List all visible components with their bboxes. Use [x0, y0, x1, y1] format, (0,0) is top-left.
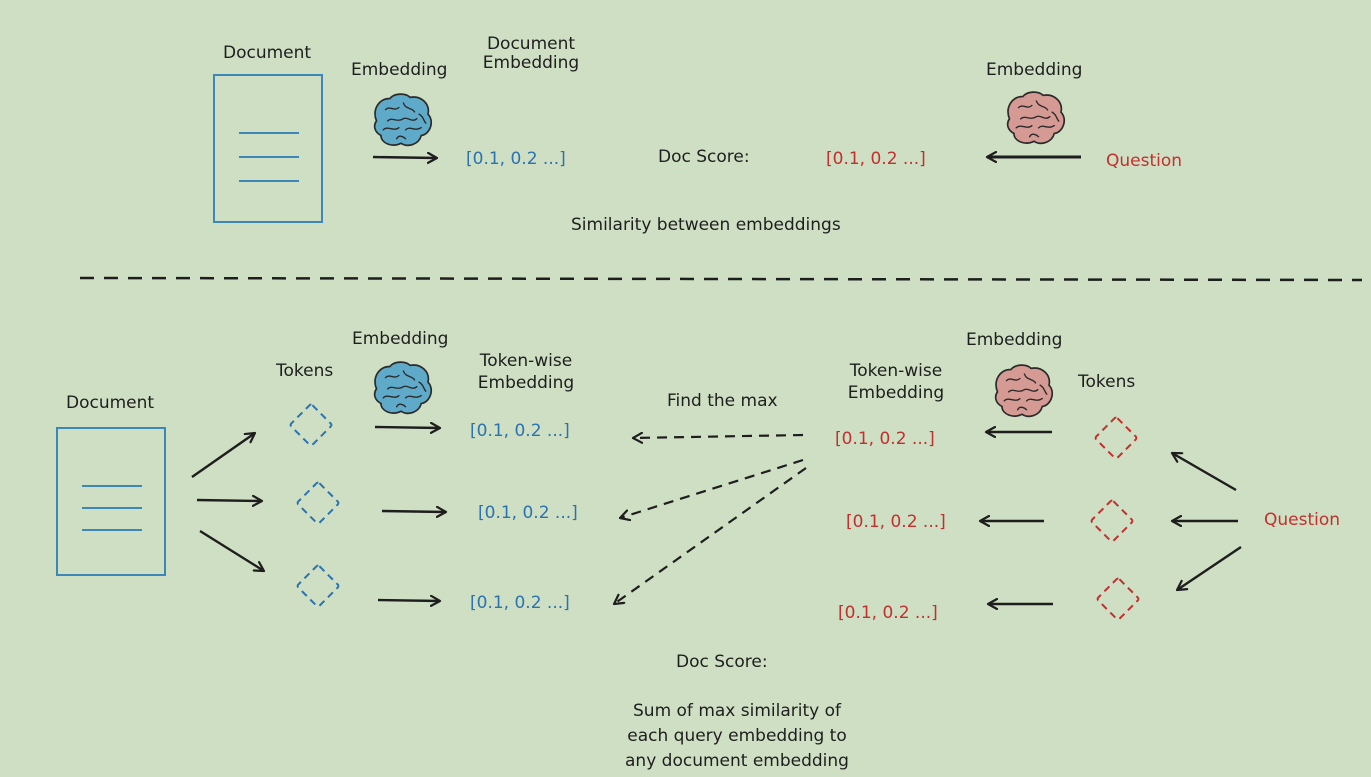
top-document-label: Document — [223, 43, 312, 63]
token-diamond-icon — [289, 403, 333, 447]
dashed-arrow-find-max-3 — [614, 467, 807, 604]
bottom-doc-vector-1: [0.1, 0.2 ...] — [470, 421, 570, 441]
arrow-doc-to-token-2 — [196, 500, 262, 501]
bottom-query-vector-1: [0.1, 0.2 ...] — [835, 429, 935, 449]
top-similarity-text: Similarity between embeddings — [571, 215, 841, 235]
bottom-find-max-label: Find the max — [667, 391, 778, 411]
arrow-doc-to-token-3 — [199, 529, 264, 571]
section-divider — [79, 276, 1363, 282]
dashed-arrow-find-max-1 — [633, 435, 804, 438]
bottom-doc-score-label: Doc Score: — [676, 652, 768, 672]
token-diamond-icon — [296, 564, 340, 608]
token-diamond-icon — [296, 481, 340, 525]
arrow-token-to-embedding-3 — [377, 600, 440, 601]
top-question-vector: [0.1, 0.2 ...] — [826, 149, 926, 169]
document-icon — [213, 74, 323, 223]
bottom-tokenwise-label-left: Token-wise Embedding — [477, 351, 575, 393]
token-diamond-icon — [1094, 416, 1138, 460]
brain-icon — [1006, 91, 1066, 145]
bottom-score-explanation: Sum of max similarity of each query embe… — [625, 701, 849, 771]
arrow-question-to-token-1 — [1172, 453, 1237, 492]
bottom-doc-vector-3: [0.1, 0.2 ...] — [470, 593, 570, 613]
dashed-arrow-find-max-2 — [620, 458, 804, 518]
arrow-token-to-embedding-1 — [374, 427, 440, 428]
top-question-label: Question — [1106, 151, 1183, 171]
top-doc-embedding-label: Document Embedding — [482, 34, 580, 74]
top-embedding-label-right: Embedding — [986, 60, 1083, 80]
bottom-query-vector-3: [0.1, 0.2 ...] — [838, 603, 938, 623]
arrow-doc-to-embedding-top — [372, 157, 437, 158]
bottom-tokens-label-right: Tokens — [1078, 372, 1136, 392]
bottom-query-vector-2: [0.1, 0.2 ...] — [846, 512, 946, 532]
top-embedding-label-left: Embedding — [351, 60, 448, 80]
brain-icon — [373, 361, 433, 415]
top-doc-score-label: Doc Score: — [658, 147, 750, 167]
bottom-tokens-label-left: Tokens — [276, 361, 334, 381]
bottom-tokenwise-label-right: Token-wise Embedding — [847, 361, 945, 403]
bottom-embedding-label-right: Embedding — [966, 330, 1063, 350]
brain-icon — [994, 364, 1054, 418]
bottom-doc-vector-2: [0.1, 0.2 ...] — [478, 503, 578, 523]
bottom-document-label: Document — [66, 393, 155, 413]
arrow-token-to-embedding-2 — [381, 511, 446, 512]
arrow-question-to-token-3 — [1177, 546, 1242, 590]
arrow-doc-to-token-1 — [191, 433, 255, 478]
bottom-embedding-label-left: Embedding — [352, 329, 449, 349]
top-doc-vector: [0.1, 0.2 ...] — [466, 149, 566, 169]
token-diamond-icon — [1096, 577, 1140, 621]
document-icon — [56, 427, 166, 576]
brain-icon — [373, 93, 433, 147]
bottom-question-label: Question — [1264, 510, 1341, 530]
token-diamond-icon — [1090, 499, 1134, 543]
